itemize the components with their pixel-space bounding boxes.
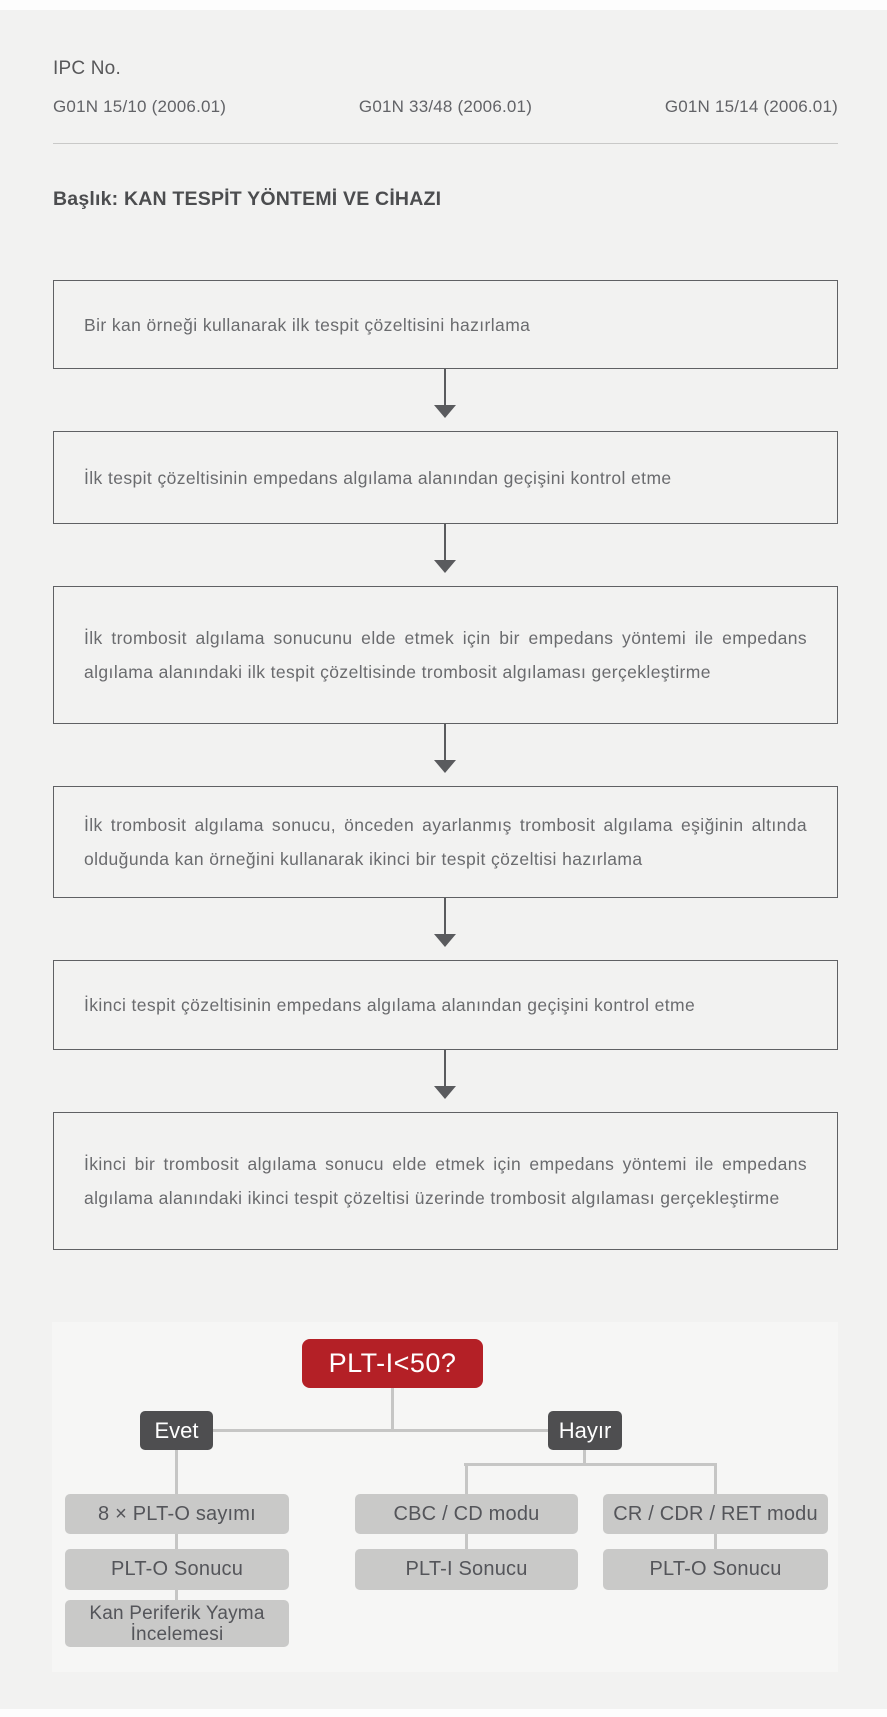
down-arrow-icon <box>444 524 446 572</box>
connector-line <box>583 1450 586 1466</box>
tree-node: Kan Periferik Yayma İncelemesi <box>65 1600 289 1647</box>
decision-tree-panel: PLT-I<50? Evet Hayır 8 × PLT-O sayımı PL… <box>52 1322 838 1672</box>
decision-root-node: PLT-I<50? <box>302 1339 483 1388</box>
page-title: Başlık: KAN TESPİT YÖNTEMİ VE CİHAZI <box>53 188 442 210</box>
flow-step-text: İkinci bir trombosit algılama sonucu eld… <box>84 1154 807 1208</box>
flow-step-text: İlk trombosit algılama sonucunu elde etm… <box>84 628 807 682</box>
ipc-code: G01N 33/48 (2006.01) <box>358 97 533 116</box>
down-arrow-icon <box>444 724 446 772</box>
connector-line <box>213 1429 548 1432</box>
connector-line <box>391 1388 394 1431</box>
down-arrow-icon <box>444 369 446 417</box>
ipc-codes-row: G01N 15/10 (2006.01) G01N 33/48 (2006.01… <box>53 97 838 117</box>
flow-step-text: İkinci tespit çözeltisinin empedans algı… <box>84 995 696 1015</box>
header-divider <box>53 143 838 144</box>
ipc-label: IPC No. <box>53 58 121 79</box>
flow-step: İkinci bir trombosit algılama sonucu eld… <box>53 1112 838 1250</box>
connector-line <box>465 1533 468 1549</box>
down-arrow-icon <box>444 898 446 946</box>
connector-line <box>464 1463 717 1466</box>
tree-node: PLT-O Sonucu <box>603 1549 828 1590</box>
flow-step: İlk tespit çözeltisinin empedans algılam… <box>53 431 838 524</box>
top-margin <box>0 0 887 10</box>
flow-step: İkinci tespit çözeltisinin empedans algı… <box>53 960 838 1050</box>
ipc-code: G01N 15/14 (2006.01) <box>664 97 838 116</box>
branch-label-yes: Evet <box>140 1411 213 1450</box>
tree-node: 8 × PLT-O sayımı <box>65 1494 289 1534</box>
connector-line <box>175 1450 178 1494</box>
tree-node: PLT-I Sonucu <box>355 1549 578 1590</box>
flow-step: İlk trombosit algılama sonucunu elde etm… <box>53 586 838 724</box>
bottom-margin <box>0 1709 887 1717</box>
flow-step: İlk trombosit algılama sonucu, önceden a… <box>53 786 838 898</box>
flow-step-text: Bir kan örneği kullanarak ilk tespit çöz… <box>84 314 531 335</box>
ipc-code: G01N 15/10 (2006.01) <box>53 97 227 116</box>
down-arrow-icon <box>444 1050 446 1098</box>
flow-step: Bir kan örneği kullanarak ilk tespit çöz… <box>53 280 838 369</box>
flow-step-text: İlk tespit çözeltisinin empedans algılam… <box>84 467 672 488</box>
tree-node: CR / CDR / RET modu <box>603 1494 828 1534</box>
connector-line <box>714 1463 717 1494</box>
connector-line <box>465 1463 468 1494</box>
connector-line <box>714 1533 717 1549</box>
flow-step-text: İlk trombosit algılama sonucu, önceden a… <box>84 815 807 869</box>
tree-node: CBC / CD modu <box>355 1494 578 1534</box>
tree-node: PLT-O Sonucu <box>65 1549 289 1590</box>
connector-line <box>175 1590 178 1600</box>
branch-label-no: Hayır <box>548 1411 622 1450</box>
connector-line <box>175 1533 178 1549</box>
